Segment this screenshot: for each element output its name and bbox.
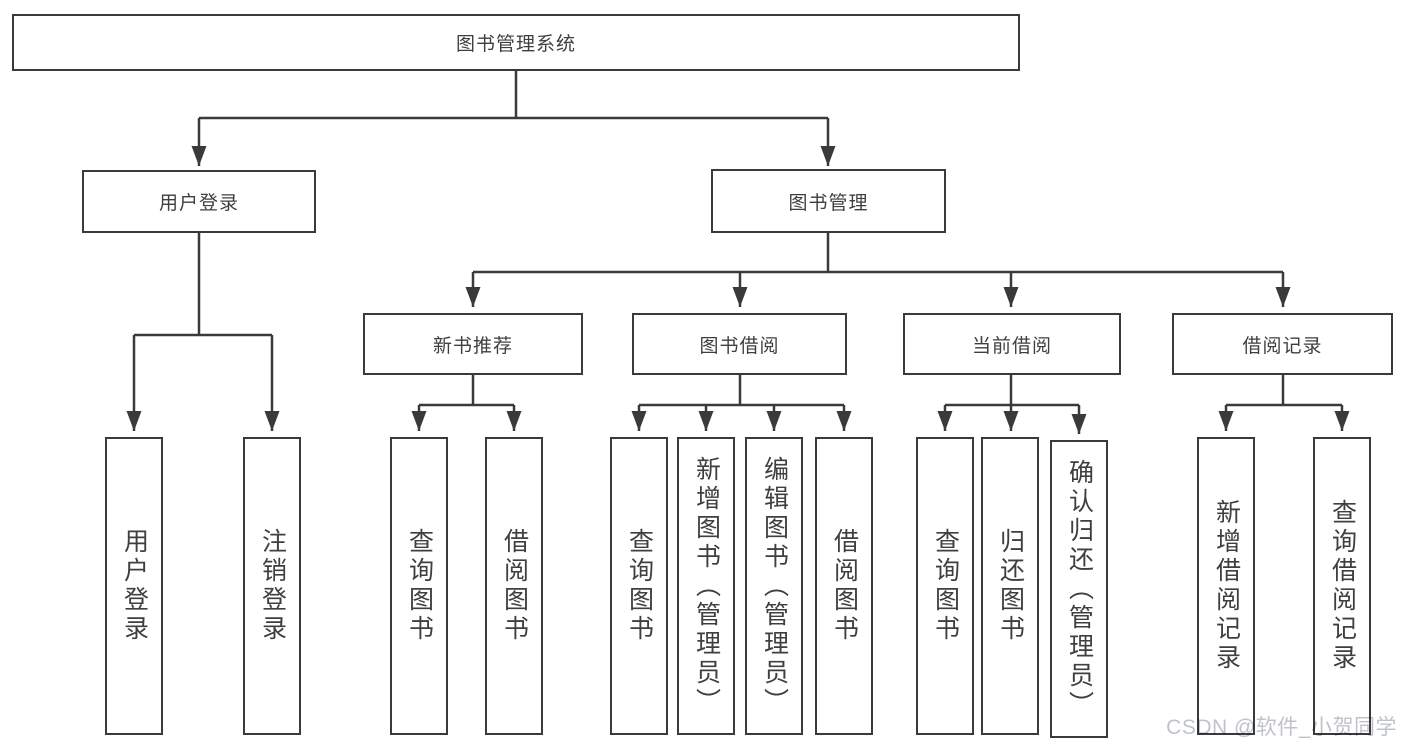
leaf-user-login: 用户登录 <box>105 437 163 735</box>
leaf-borrow-borrow-books: 借阅图书 <box>815 437 873 735</box>
leaf-recommend-borrow-books: 借阅图书 <box>485 437 543 735</box>
leaf-borrow-edit-books-admin: 编辑图书（管理员） <box>745 437 803 735</box>
node-borrow-records: 借阅记录 <box>1172 313 1393 375</box>
leaf-current-return-books: 归还图书 <box>981 437 1039 735</box>
leaf-current-query-books: 查询图书 <box>916 437 974 735</box>
leaf-records-add-record: 新增借阅记录 <box>1197 437 1255 735</box>
csdn-watermark: CSDN @软件_小贺同学 <box>1166 716 1397 739</box>
node-current-borrow: 当前借阅 <box>903 313 1121 375</box>
leaf-records-query-record: 查询借阅记录 <box>1313 437 1371 735</box>
leaf-borrow-query-books: 查询图书 <box>610 437 668 735</box>
leaf-borrow-add-books-admin: 新增图书（管理员） <box>677 437 735 735</box>
node-book-management: 图书管理 <box>711 169 946 233</box>
leaf-current-confirm-return-admin: 确认归还（管理员） <box>1050 440 1108 738</box>
leaf-recommend-query-books: 查询图书 <box>390 437 448 735</box>
node-root: 图书管理系统 <box>12 14 1020 71</box>
node-book-borrow: 图书借阅 <box>632 313 847 375</box>
node-user-login: 用户登录 <box>82 170 316 233</box>
node-new-book-recommend: 新书推荐 <box>363 313 583 375</box>
leaf-logout: 注销登录 <box>243 437 301 735</box>
